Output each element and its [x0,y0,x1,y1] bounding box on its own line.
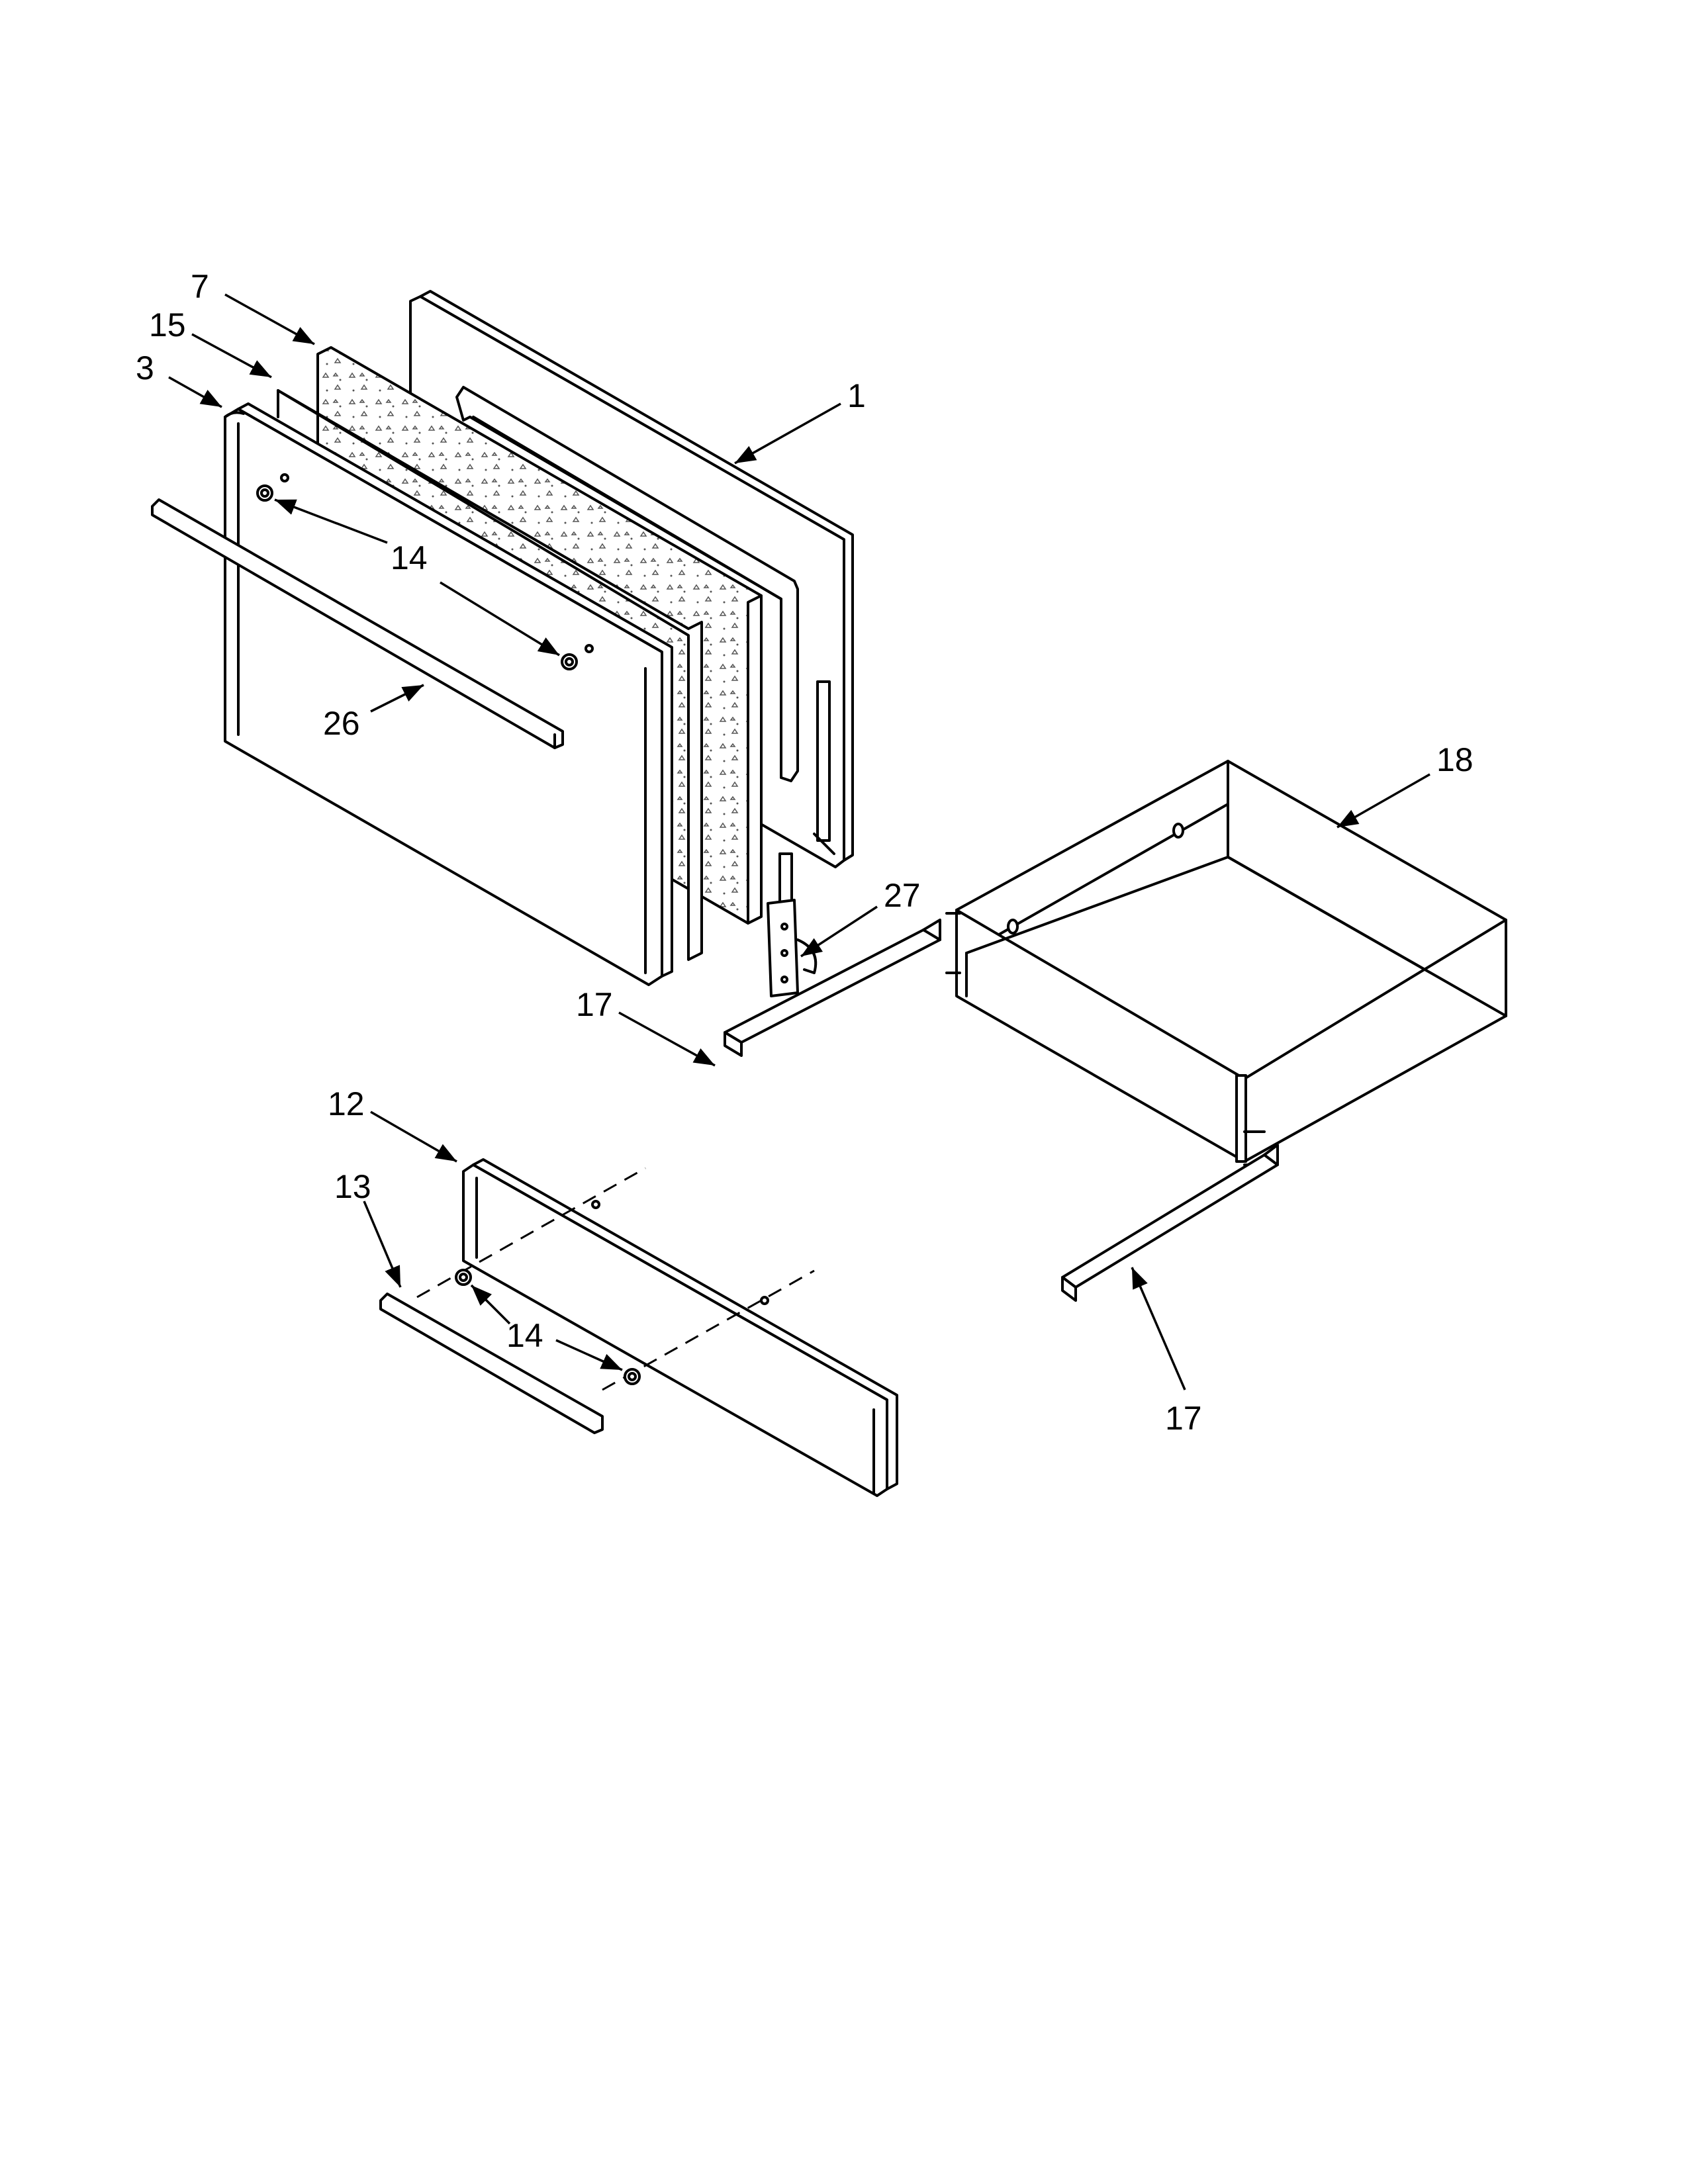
callout-26: 26 [323,705,360,742]
insulation-sheet [277,389,703,961]
callout-13: 13 [334,1168,371,1205]
callout-15: 15 [149,306,186,343]
storage-drawer [945,760,1507,1166]
callout-18: 18 [1436,741,1474,778]
callout-12: 12 [328,1085,365,1122]
lower-drawer-slide [1061,1144,1279,1302]
lower-handle-spacers [416,1167,815,1391]
outer-door-panel [224,402,673,986]
callout-27: 27 [884,877,921,914]
upper-drawer-slide [724,919,941,1057]
drawer-front-panel [462,1158,898,1497]
callout-17-lower: 17 [1165,1400,1202,1437]
callout-7: 7 [191,268,209,305]
drawer-handle-trim [379,1293,604,1434]
door-hinge [767,852,818,997]
callout-17-upper: 17 [576,986,613,1023]
callout-3: 3 [136,349,154,387]
upper-handle-spacers [256,473,594,670]
leader-lines [168,293,1430,1390]
callout-14-upper: 14 [391,539,428,576]
callout-14-lower: 14 [506,1317,543,1354]
callout-labels: 7 15 3 1 14 26 18 27 17 12 13 14 17 [136,268,1474,1437]
door-handle-trim [151,498,564,749]
callout-1: 1 [847,377,866,414]
